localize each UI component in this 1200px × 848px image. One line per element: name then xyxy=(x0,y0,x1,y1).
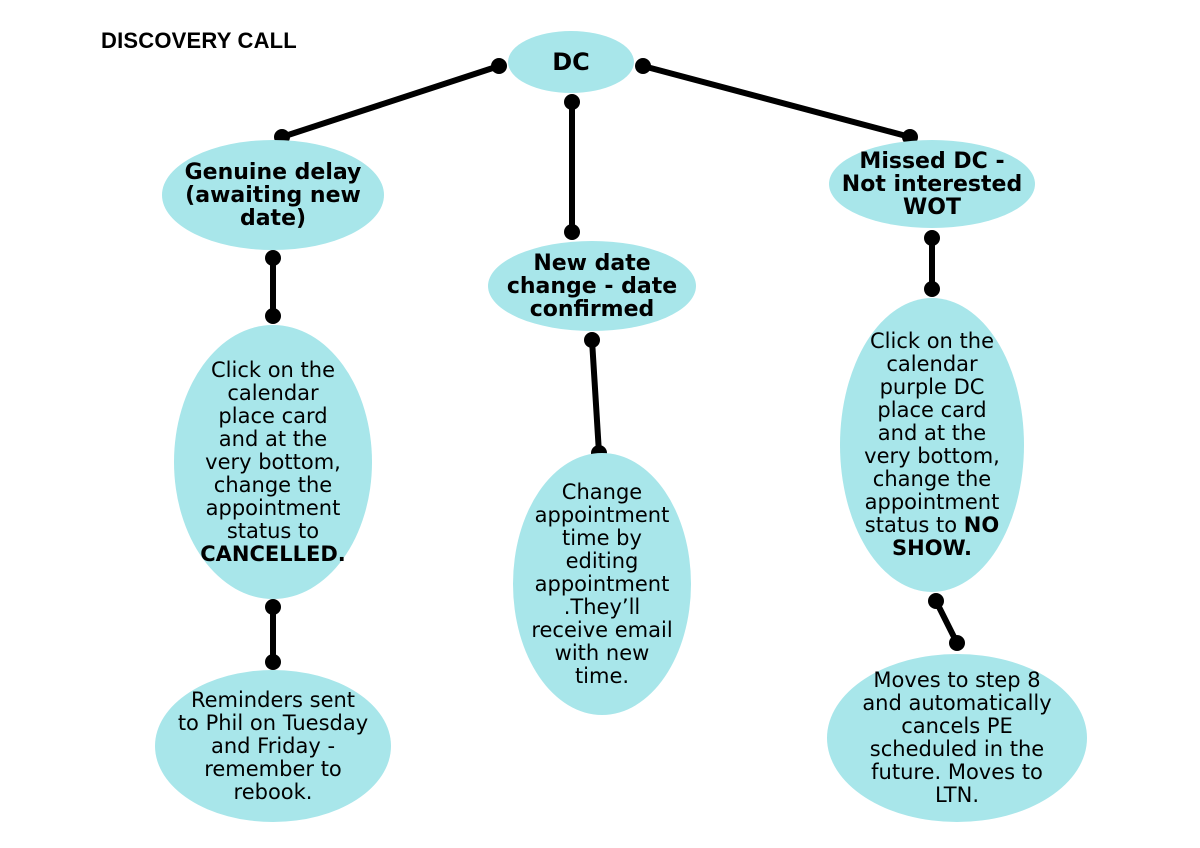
node-change-time: Change appointment time by editing appoi… xyxy=(513,453,691,715)
node-line: .They’ll xyxy=(563,594,641,619)
node-line: Change xyxy=(561,479,643,504)
node-line: calendar xyxy=(886,352,978,376)
node-line: time by xyxy=(562,525,642,550)
node-line: date) xyxy=(239,205,307,231)
node-moves-step8: Moves to step 8 and automatically cancel… xyxy=(827,654,1087,822)
dot xyxy=(564,224,580,240)
node-reminders: Reminders sent to Phil on Tuesday and Fr… xyxy=(155,670,391,822)
node-text-fragment: status to xyxy=(864,513,964,537)
node-line: Click on the xyxy=(210,357,335,382)
node-cancelled-step: Click on the calendar place card and at … xyxy=(174,325,372,599)
node-line: WOT xyxy=(903,194,961,220)
node-line: confirmed xyxy=(529,296,655,322)
dot xyxy=(491,58,507,74)
node-line: Not interested xyxy=(841,171,1023,197)
dot xyxy=(265,308,281,324)
dot xyxy=(265,250,281,266)
node-line: future. Moves to xyxy=(871,760,1043,784)
node-dc: DC xyxy=(508,31,634,93)
dot xyxy=(265,654,281,670)
node-line: (awaiting new xyxy=(185,182,361,208)
node-moves-step8-shape xyxy=(827,654,1087,822)
node-reminders-shape xyxy=(155,670,391,822)
node-line: New date xyxy=(533,250,651,276)
node-line: calendar xyxy=(227,380,319,405)
node-line: scheduled in the xyxy=(869,737,1045,761)
node-no-show-step: Click on the calendar purple DC place ca… xyxy=(840,298,1024,592)
node-line: editing xyxy=(565,548,639,573)
node-line: and automatically xyxy=(862,691,1052,715)
node-dc-label: DC xyxy=(552,47,590,76)
node-missed-dc-shape xyxy=(829,140,1035,228)
node-line: Click on the xyxy=(869,329,994,353)
node-line: very bottom, xyxy=(205,449,341,474)
node-genuine-delay-shape xyxy=(162,140,384,250)
connector-dc-missed-dc xyxy=(640,63,913,140)
dot xyxy=(265,599,281,615)
node-cancelled-step-shape xyxy=(174,325,372,599)
node-line: appointment xyxy=(534,571,670,596)
node-line: change the xyxy=(872,467,992,491)
node-line: status to xyxy=(226,518,320,543)
node-line: appointment xyxy=(205,495,341,520)
node-emphasis: SHOW. xyxy=(892,536,972,560)
dot xyxy=(584,332,600,348)
node-line: Reminders sent xyxy=(190,687,356,712)
node-genuine-delay: Genuine delay (awaiting new date) xyxy=(162,140,384,250)
node-line: Moves to step 8 xyxy=(873,668,1041,692)
node-line: Missed DC - xyxy=(859,148,1005,174)
node-change-time-shape xyxy=(513,453,691,715)
node-line-mixed: status to NO xyxy=(865,514,999,537)
node-line: rebook. xyxy=(233,779,313,804)
dot xyxy=(564,94,580,110)
dot xyxy=(924,230,940,246)
node-line: with new xyxy=(554,640,650,665)
connector-dc-genuine-delay xyxy=(279,63,502,140)
node-line: and Friday - xyxy=(210,733,336,758)
node-line: remember to xyxy=(204,756,342,781)
node-line: purple DC xyxy=(879,375,985,399)
node-line: and at the xyxy=(877,421,987,445)
node-line: and at the xyxy=(218,426,328,451)
node-line: appointment xyxy=(864,490,1000,514)
node-line: LTN. xyxy=(934,783,980,807)
dot xyxy=(635,58,651,74)
node-line: receive email xyxy=(531,617,673,642)
node-new-date: New date change - date confirmed xyxy=(488,241,696,331)
dot xyxy=(924,281,940,297)
node-line: change - date xyxy=(506,273,678,299)
node-no-show-step-shape xyxy=(840,298,1024,592)
node-line: appointment xyxy=(534,502,670,527)
connector-new-date-change-time xyxy=(589,337,602,456)
node-dc-shape xyxy=(508,31,634,93)
node-line: cancels PE xyxy=(901,714,1013,738)
dot xyxy=(949,635,965,651)
node-line: time. xyxy=(574,663,630,688)
node-line: very bottom, xyxy=(864,444,1000,468)
diagram-title: DISCOVERY CALL xyxy=(101,28,297,53)
node-emphasis: CANCELLED. xyxy=(200,541,346,566)
node-line: place card xyxy=(218,403,328,428)
dot xyxy=(928,593,944,609)
node-line: to Phil on Tuesday xyxy=(177,710,369,735)
node-line: Genuine delay xyxy=(184,159,362,185)
node-emphasis: NO xyxy=(963,513,1000,537)
node-new-date-shape xyxy=(488,241,696,331)
node-missed-dc: Missed DC - Not interested WOT xyxy=(829,140,1035,228)
node-line: change the xyxy=(213,472,333,497)
node-line: place card xyxy=(877,398,987,422)
